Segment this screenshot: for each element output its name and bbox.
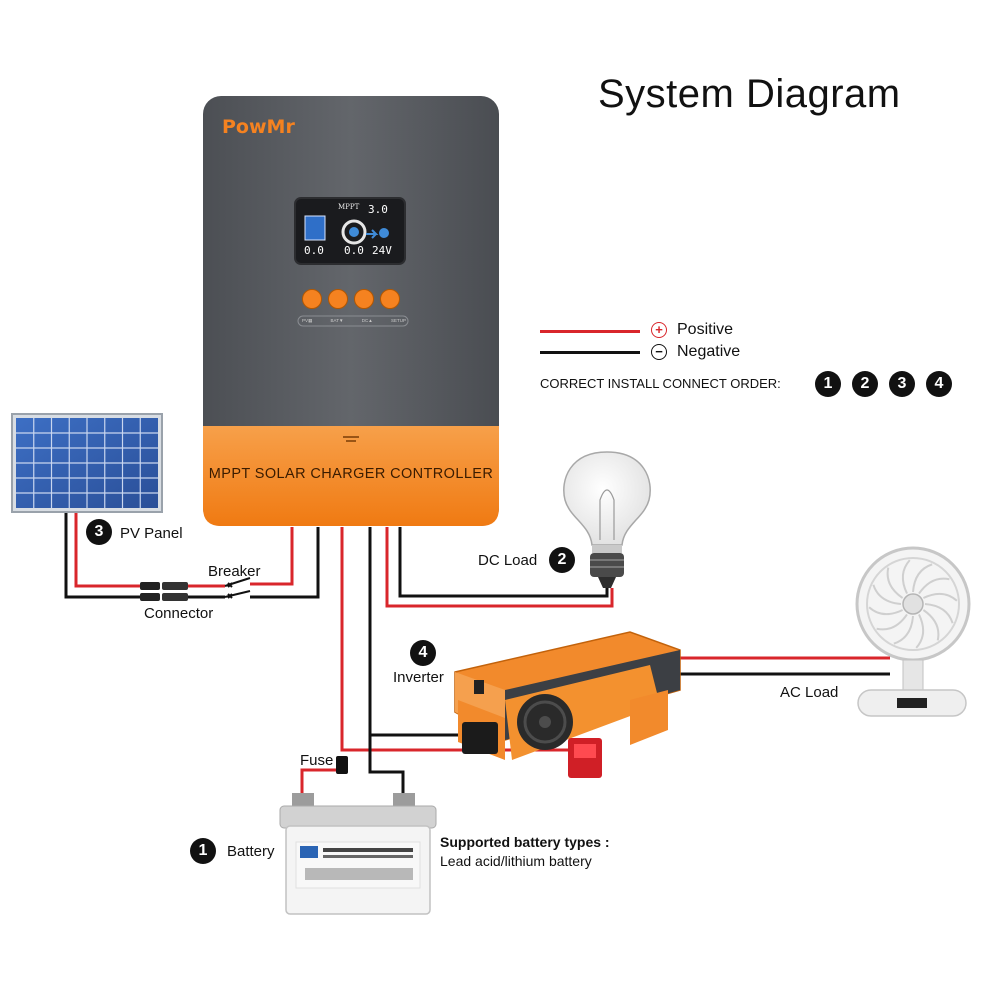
fuse-label: Fuse: [300, 752, 334, 769]
lcd-mode: MPPT: [338, 203, 360, 211]
breaker-to-controller-positive: [250, 527, 294, 586]
breaker-label: Breaker: [208, 563, 261, 580]
lcd-mid-value: 0.0: [344, 244, 364, 257]
pv-panel-label: PV Panel: [120, 525, 183, 542]
lcd-top-value: 3.0: [368, 203, 388, 216]
button-label-bat: BAT▼: [330, 318, 344, 323]
fan-blade: [922, 592, 958, 602]
inverter-graphic: [454, 631, 681, 778]
button-label-dc: DC▲: [361, 318, 373, 323]
pv-panel-graphic: [11, 413, 163, 513]
fan-blade: [901, 559, 911, 595]
controller-label: MPPT SOLAR CHARGER CONTROLLER: [208, 466, 494, 482]
lcd-left-value: 0.0: [304, 244, 324, 257]
fan-blade: [886, 567, 904, 599]
battery-note-text: Lead acid/lithium battery: [440, 853, 592, 869]
install-step-2: 2: [852, 371, 878, 397]
fan-blade: [912, 563, 933, 593]
ac-load-label: AC Load: [780, 684, 839, 701]
pv-positive-wire: [74, 512, 140, 588]
battery-note-title: Supported battery types :: [440, 834, 610, 850]
breaker-graphic: [224, 577, 251, 599]
light-bulb-graphic: [563, 451, 651, 588]
dc-load-label: DC Load: [478, 552, 538, 569]
legend-negative-label: Negative: [677, 343, 741, 360]
install-step-4: 4: [926, 371, 952, 397]
battery-negative-drop: [368, 735, 405, 800]
lcd-right-value: 24V: [372, 244, 392, 257]
dc-load-number: 2: [549, 547, 575, 573]
install-order-label: CORRECT INSTALL CONNECT ORDER:: [540, 376, 781, 391]
legend-positive-line: [540, 330, 640, 333]
fan-blade: [868, 606, 904, 616]
legend-negative-line: [540, 351, 640, 354]
negative-sign-icon: −: [651, 344, 667, 360]
button-label-pv: PV▦: [302, 318, 313, 323]
breaker-to-controller-negative: [250, 527, 320, 599]
brand-logo: PowMr: [222, 116, 295, 138]
install-step-1: 1: [815, 371, 841, 397]
page-title: System Diagram: [598, 72, 901, 116]
connector-label: Connector: [144, 605, 214, 622]
fan-blade: [922, 609, 940, 641]
fan-blade: [915, 613, 925, 649]
controller-graphic: [203, 96, 499, 526]
wires: [64, 512, 890, 800]
inverter-number: 4: [410, 640, 436, 666]
legend-positive-label: Positive: [677, 321, 734, 338]
button-labels: PV▦ BAT▼ DC▲ SETUP: [302, 318, 406, 324]
pv-negative-wire: [64, 512, 140, 599]
fan-graphic: [855, 546, 971, 717]
fan-blade: [924, 603, 954, 624]
connector-graphic: [140, 582, 188, 601]
install-step-3: 3: [889, 371, 915, 397]
fan-blade: [876, 613, 908, 631]
fuse-graphic: [336, 756, 348, 774]
dc-load-negative-wire: [398, 527, 609, 598]
dc-load-positive-wire: [385, 527, 614, 608]
positive-sign-icon: +: [651, 322, 667, 338]
inverter-label: Inverter: [393, 669, 444, 686]
battery-number: 1: [190, 838, 216, 864]
fan-blade: [893, 615, 914, 645]
battery-label: Battery: [227, 843, 275, 860]
fan-blade: [918, 577, 950, 595]
pv-panel-number: 3: [86, 519, 112, 545]
button-label-setup: SETUP: [390, 318, 406, 323]
fan-blade: [872, 584, 902, 605]
battery-graphic: [279, 793, 437, 915]
